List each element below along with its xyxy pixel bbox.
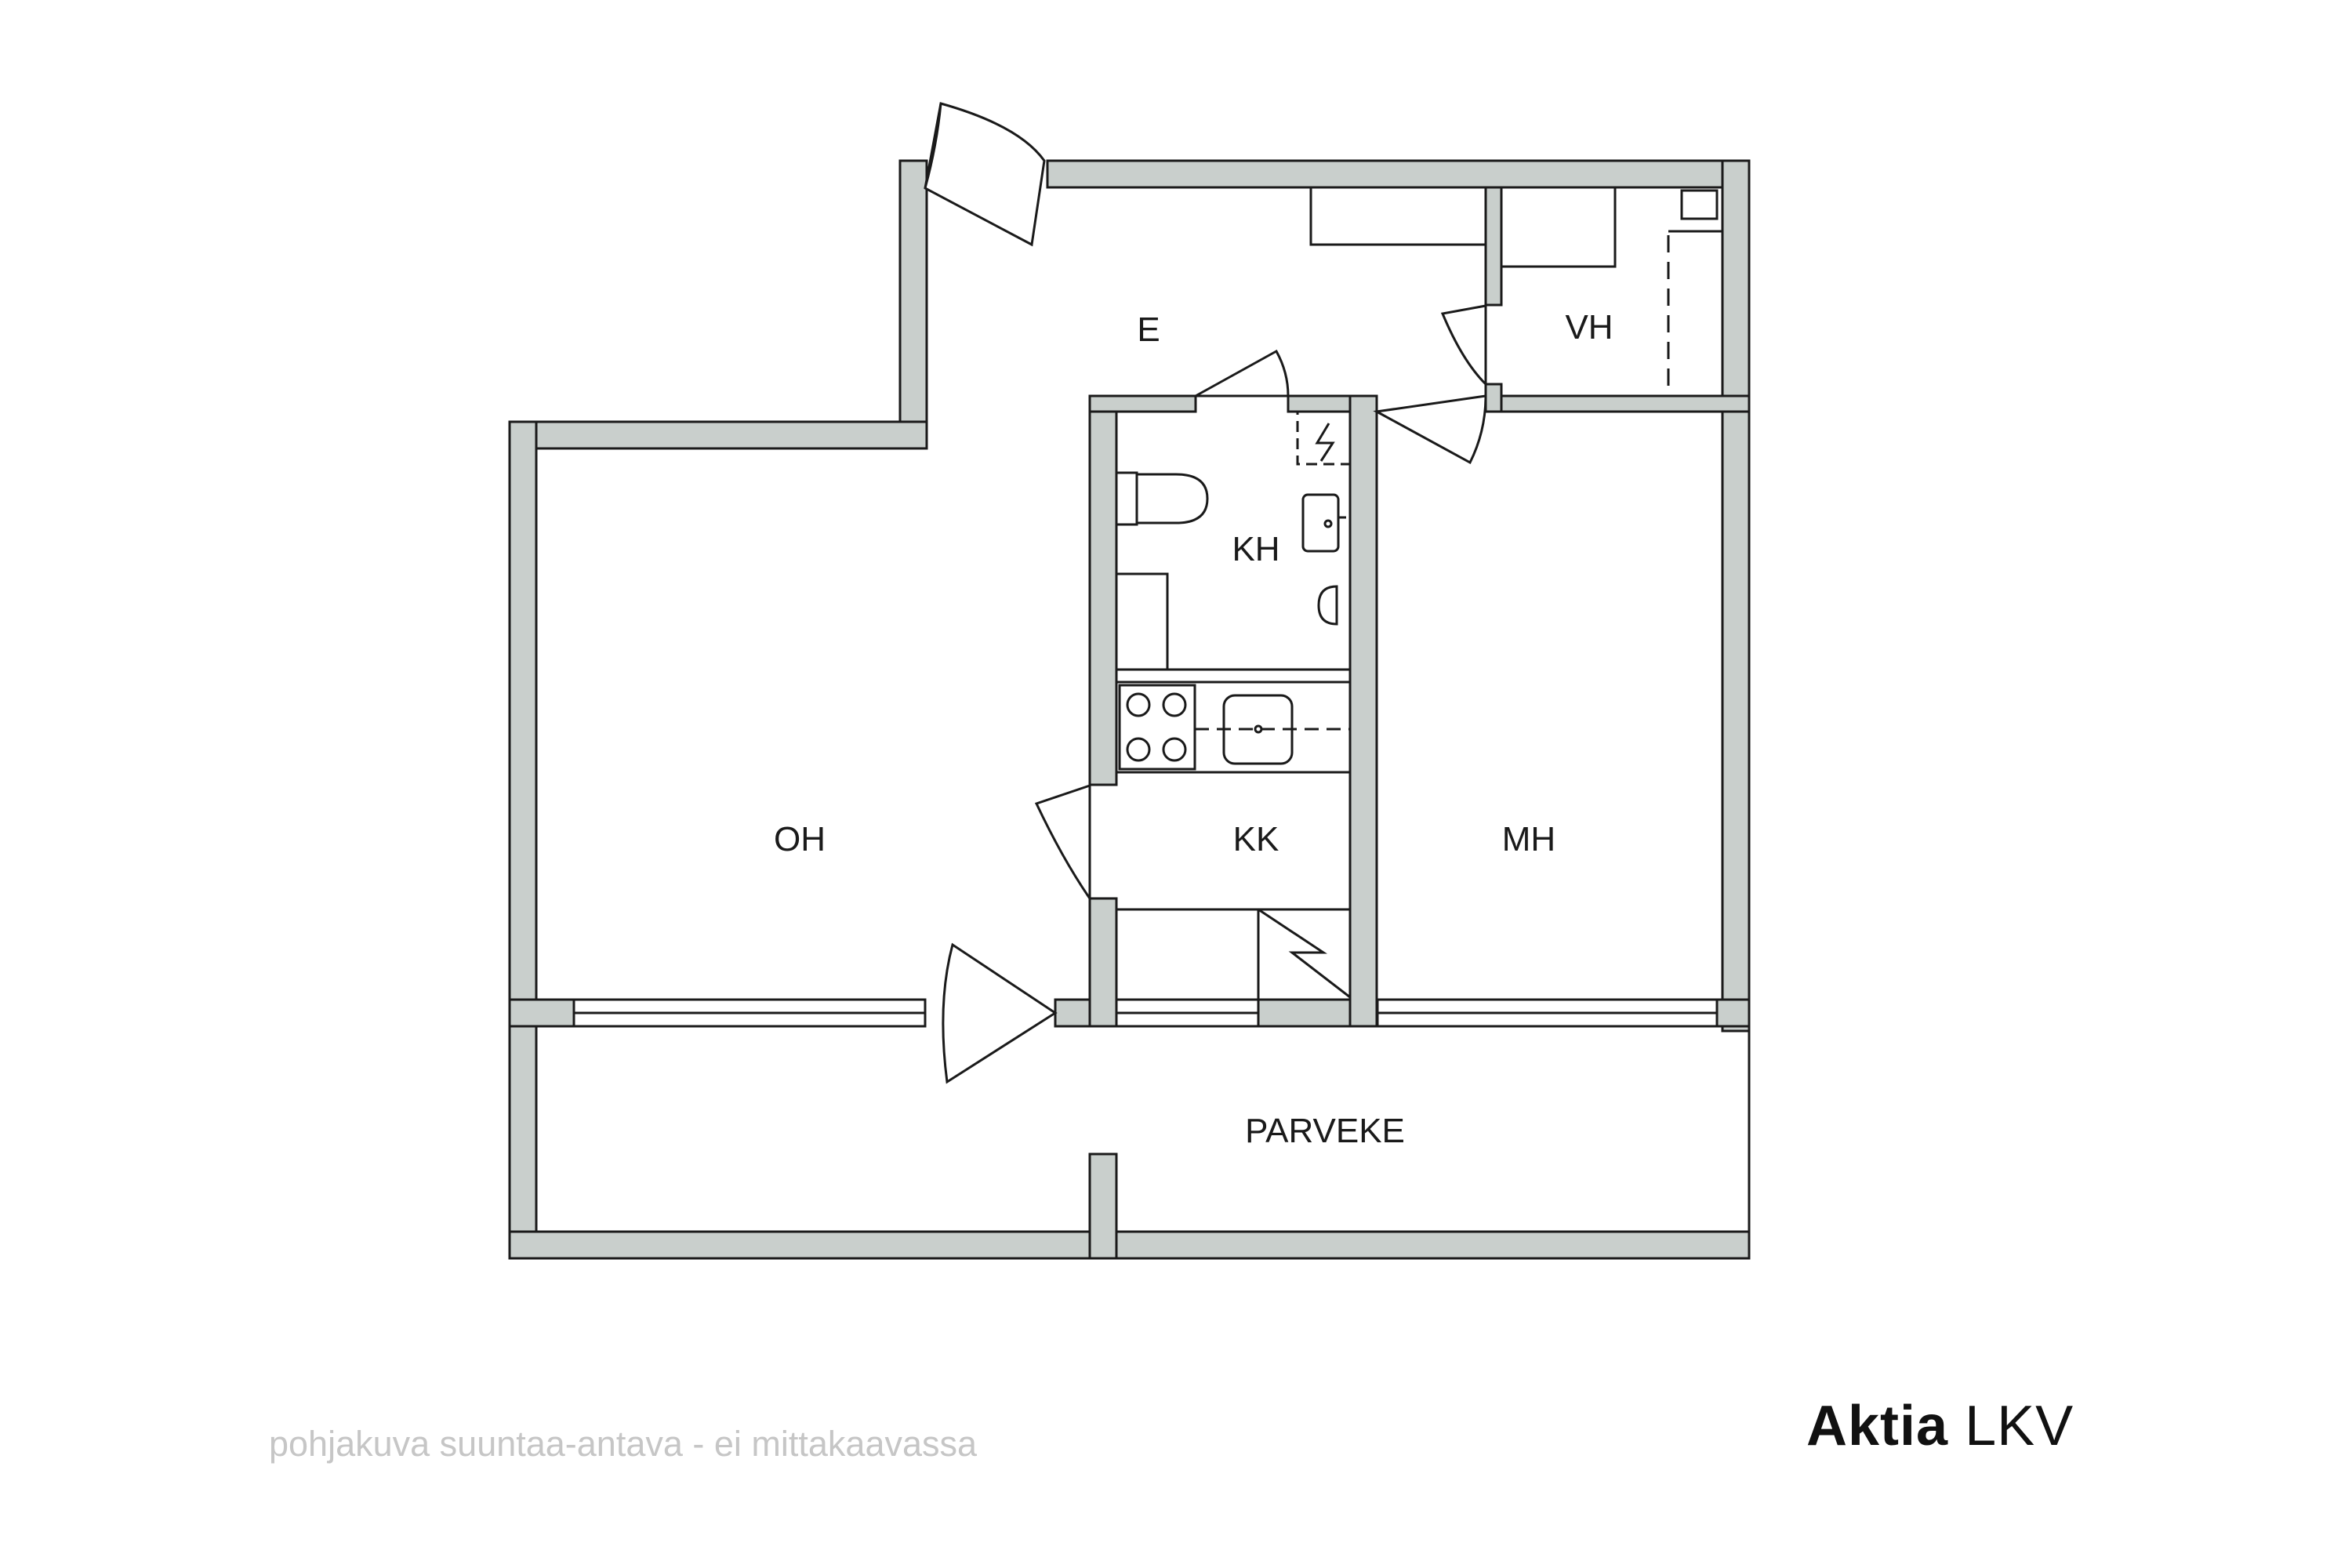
- wall-entry-left: [898, 159, 928, 448]
- basin-icon: [1317, 585, 1338, 626]
- brand-logo: Aktia LKV: [1806, 1394, 2074, 1458]
- wall-vh-left: [1484, 186, 1503, 307]
- wall-facade-right: [1715, 998, 1751, 1028]
- vent-box: [1680, 189, 1719, 220]
- wall-mh-left: [1348, 394, 1378, 1028]
- wall-step: [508, 420, 928, 450]
- shower-icon: [1296, 410, 1352, 466]
- room-label-kk: KK: [1233, 820, 1279, 858]
- walls: [508, 159, 1751, 1260]
- kitchen-sink-icon: [1195, 694, 1350, 765]
- wall-left: [508, 420, 538, 1260]
- wall-vh-left-lower: [1484, 383, 1503, 413]
- wall-balcony-divider: [1088, 1152, 1118, 1260]
- room-label-parveke: PARVEKE: [1245, 1112, 1405, 1150]
- window-icon: [572, 998, 1719, 1028]
- wall-vh-bottom: [1484, 394, 1751, 413]
- room-label-mh: MH: [1502, 820, 1555, 858]
- brand-name: Aktia: [1806, 1395, 1949, 1457]
- wall-top: [1046, 159, 1751, 189]
- brand-suffix: LKV: [1965, 1395, 2074, 1457]
- wall-facade-left: [508, 998, 575, 1028]
- wall-kh-top-left: [1088, 394, 1197, 413]
- bath-storage: [1115, 572, 1169, 671]
- door-icon: [924, 102, 1487, 1084]
- room-label-vh: VH: [1565, 308, 1613, 347]
- room-label-e: E: [1137, 310, 1160, 349]
- room-labels: E VH KH OH KK MH PARVEKE: [774, 308, 1613, 1150]
- wall-kk-left-lower: [1088, 897, 1118, 1028]
- stair-icon: [1116, 908, 1351, 1000]
- stove-icon: [1118, 684, 1196, 771]
- wardrobe: [1309, 186, 1487, 246]
- room-label-kh: KH: [1232, 530, 1279, 568]
- scale-disclaimer: pohjakuva suuntaa-antava - ei mittakaava…: [269, 1424, 978, 1464]
- floor-plan-drawing: [508, 102, 1751, 1260]
- sink-icon: [1301, 493, 1350, 553]
- toilet-icon: [1115, 471, 1209, 526]
- room-label-oh: OH: [774, 820, 826, 858]
- wall-bottom: [508, 1230, 1751, 1260]
- wall-right: [1721, 159, 1751, 1033]
- wall-kh-left: [1088, 394, 1118, 786]
- vh-storage: [1501, 186, 1722, 396]
